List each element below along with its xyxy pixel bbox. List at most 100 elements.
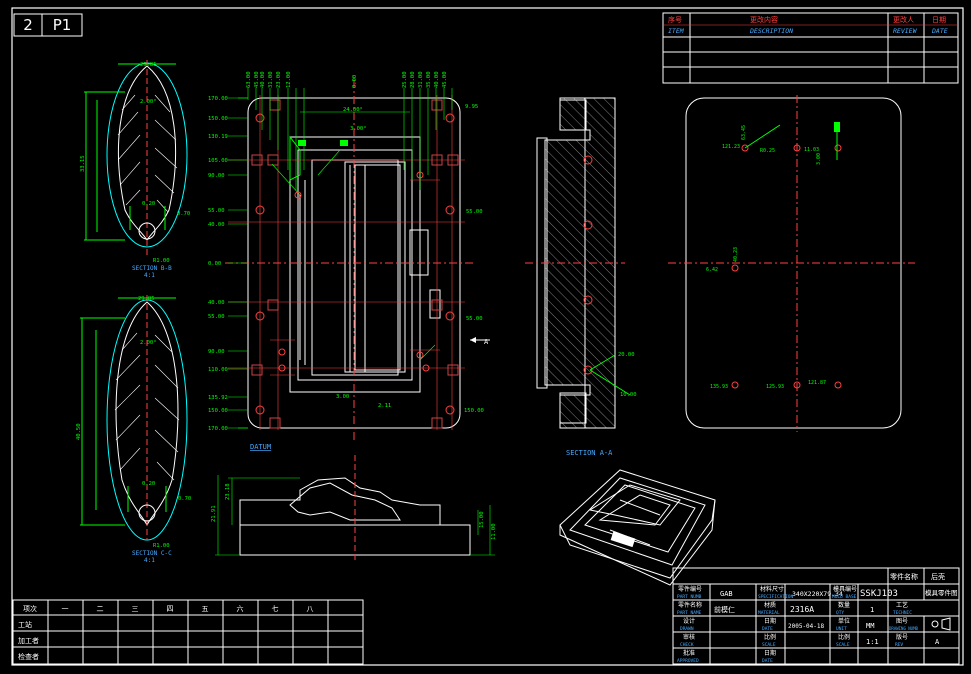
tb-scale-label: 比例	[764, 633, 776, 641]
top-dim-label: 45.00	[254, 71, 260, 88]
top-dim-label: 23.00	[276, 71, 282, 88]
tb-unit: MM	[866, 622, 874, 630]
plate-dim-7: 135.93	[710, 384, 728, 390]
tb-qty-en: QTY	[836, 610, 844, 616]
top-dim-label: 40.00	[260, 71, 266, 88]
sheet-border	[11, 7, 964, 666]
section-cc-scale: 4:1	[144, 557, 155, 564]
cc-dim-3: 0.20	[142, 481, 155, 487]
left-dim-label: 90.00	[208, 349, 225, 355]
tb-date-en: DATE	[762, 626, 773, 632]
side-dim-1: 23.18	[225, 483, 231, 500]
tb-drawing-no-en: DRAWING NUMB	[889, 626, 918, 631]
revision-table	[662, 12, 959, 84]
top-dim-label: 45.00	[442, 71, 448, 88]
plate-dim-9: 121.87	[808, 380, 826, 386]
tb-scale-en: SCALE	[762, 642, 776, 648]
tb-date: 2005-04-18	[788, 623, 825, 630]
inspection-header: 项次	[23, 604, 37, 613]
inspection-header: 六	[237, 604, 244, 613]
main-dim-right-55: 55.00	[466, 209, 483, 215]
inspection-row-label: 加工者	[18, 636, 39, 645]
tb-sheet-en: REV	[895, 642, 903, 648]
rev-header-item-cn: 序号	[668, 15, 682, 24]
inspection-header: 五	[202, 605, 209, 613]
page-code: P1	[52, 16, 72, 34]
aa-dim-1: 20.00	[618, 352, 635, 358]
left-dim-label: 40.00	[208, 222, 225, 228]
section-bb-scale: 4:1	[144, 272, 155, 279]
tb-unit-en: UNIT	[836, 626, 847, 632]
main-dim-3: 3.00	[336, 394, 349, 400]
side-dim-3: 15.00	[479, 511, 485, 528]
bb-dim-2: 2.00°	[140, 99, 157, 105]
top-dim-label: 63.00	[246, 71, 252, 88]
inspection-table	[12, 599, 364, 665]
plate-dim-2: 11.03	[804, 147, 819, 153]
top-dim-label: 31.00	[268, 71, 274, 88]
page-number-box	[13, 13, 83, 37]
rev-header-desc-en: DESCRIPTION	[749, 27, 793, 35]
left-dim-label: 170.00	[208, 96, 228, 102]
section-bb-title: SECTION B-B	[132, 265, 172, 272]
tb-approve-label: 批准	[683, 649, 695, 657]
tb-date-label2: 日期	[764, 649, 776, 657]
top-dim-label: 28.00	[410, 71, 416, 88]
tb-mold-no: SSKJ103	[860, 589, 898, 599]
top-dim-label: 12.00	[286, 71, 292, 88]
main-dim-2: 2.11	[378, 403, 391, 409]
left-dim-label: 90.00	[208, 173, 225, 179]
tb-scale-en2: SCALE	[836, 642, 850, 648]
left-dim-label: 135.92	[208, 395, 228, 401]
tb-part-no-en: PART NUMB	[677, 594, 702, 600]
page-number: 2	[23, 16, 33, 34]
left-dim-label: 105.00	[208, 158, 228, 164]
title-block	[672, 567, 960, 665]
inspection-header: 三	[132, 605, 139, 613]
section-cc-title: SECTION C-C	[132, 550, 172, 557]
tb-part-no: GAB	[720, 590, 733, 598]
rev-header-date-en: DATE	[931, 27, 948, 35]
left-dim-label: 40.00	[208, 300, 225, 306]
cc-dim-5: 40.50	[76, 423, 82, 440]
left-dim-label: 170.00	[208, 426, 228, 432]
rev-header-desc-cn: 更改内容	[750, 15, 778, 24]
tb-unit-label: 单位	[838, 617, 850, 625]
section-bb-view	[84, 60, 188, 255]
inspection-header: 七	[272, 604, 279, 613]
main-plan-view	[225, 80, 490, 440]
main-dim-right-9: 9.95	[465, 104, 478, 110]
left-dim-label: 55.00	[208, 314, 225, 320]
rev-header-item-en: ITEM	[668, 27, 685, 35]
tb-part-name: 后壳	[931, 572, 945, 581]
tb-scale: 1:1	[866, 638, 879, 646]
cc-dim-4: 0.70	[178, 496, 191, 502]
rev-header-review-en: REVIEW	[893, 27, 918, 35]
tb-qty-label: 数量	[838, 601, 850, 609]
tb-material-label: 材质	[764, 601, 776, 609]
bb-dim-6: R1.00	[153, 258, 170, 264]
rev-header-review-cn: 更改人	[893, 15, 914, 24]
tb-part-no-label: 零件编号	[678, 585, 702, 593]
tb-part-name2-label: 零件名称	[678, 601, 702, 609]
top-dim-label: 40.00	[434, 71, 440, 88]
left-dim-label: 0.00	[208, 261, 221, 267]
tb-sheet-label: 版号	[896, 633, 908, 641]
inspection-header: 八	[307, 605, 314, 613]
tb-part-name-label: 零件名称	[890, 572, 918, 581]
plate-dim-3: 63.45	[741, 125, 747, 140]
bb-dim-4: 0.70	[177, 211, 190, 217]
tb-material-en: MATERIAL	[758, 610, 780, 616]
tb-date-label: 日期	[764, 617, 776, 625]
tb-date-en2: DATE	[762, 658, 773, 664]
tb-mold-no-label: 模具编号	[833, 585, 857, 593]
main-dim-mid: 3.00°	[350, 126, 367, 132]
plate-dim-5: 6.42	[706, 267, 718, 273]
tb-mold-name: 模具零件图	[925, 588, 958, 597]
plate-dim-10: 3.00	[816, 153, 822, 165]
inspection-row-label: 检查者	[18, 652, 39, 661]
left-dim-label: 55.00	[208, 208, 225, 214]
tb-tech-label: 工艺	[896, 601, 908, 609]
plate-view	[668, 95, 915, 432]
